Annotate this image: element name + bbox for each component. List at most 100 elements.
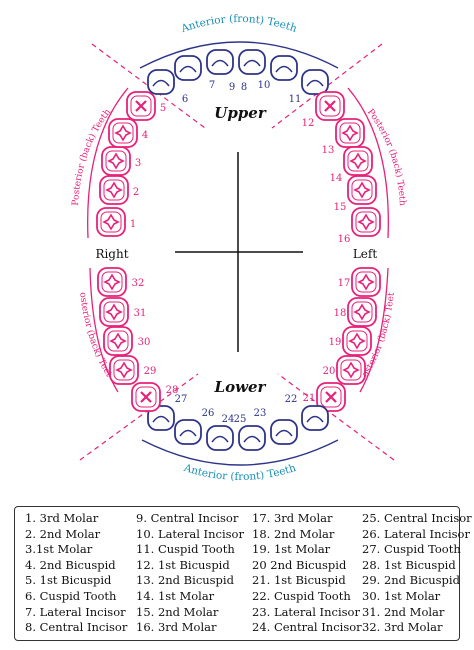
tooth-outline xyxy=(206,49,234,75)
molar-inner xyxy=(101,271,123,293)
tooth-number: 27 xyxy=(175,394,188,405)
legend-item: 22. Cuspid Tooth xyxy=(252,588,351,603)
molar-mark xyxy=(103,273,121,291)
bicuspid-mark xyxy=(324,100,336,112)
tooth-edge xyxy=(306,415,324,423)
molar-tooth: 2 xyxy=(99,175,139,205)
tooth-number: 30 xyxy=(138,337,151,348)
molar-mark xyxy=(357,213,375,231)
molar-tooth: 28 xyxy=(131,382,179,412)
anterior-tooth: 9 xyxy=(229,49,266,93)
molar-tooth: 20 xyxy=(323,355,366,385)
tooth-number: 11 xyxy=(289,94,302,105)
anterior-arc xyxy=(141,439,339,466)
molar-outline xyxy=(108,118,138,148)
molar-inner xyxy=(346,330,368,352)
tooth-number: 22 xyxy=(285,394,298,405)
tooth-outline xyxy=(270,55,298,81)
molar-tooth: 18 xyxy=(334,297,377,327)
legend-item: 12. 1st Bicuspid xyxy=(136,557,230,572)
anterior-tooth: 11 xyxy=(289,69,329,105)
tooth-edge xyxy=(243,435,261,443)
molar-inner xyxy=(112,122,134,144)
tooth-edge xyxy=(275,429,293,437)
molar-tooth: 32 xyxy=(97,267,145,297)
legend-item: 32. 3rd Molar xyxy=(362,620,443,635)
tooth-number: 20 xyxy=(323,366,336,377)
legend-item: 10. Lateral Incisor xyxy=(136,526,244,541)
molar-mark xyxy=(348,332,366,350)
legend-item: 2. 2nd Molar xyxy=(25,526,101,541)
molar-tooth: 4 xyxy=(108,118,148,148)
tooth-number: 28 xyxy=(166,385,179,396)
legend-item: 13. 2nd Bicuspid xyxy=(136,573,234,588)
legend-item: 9. Central Incisor xyxy=(136,511,239,525)
anterior-tooth: 7 xyxy=(174,55,215,91)
molar-outline xyxy=(99,297,129,327)
tooth-edge xyxy=(179,65,197,73)
anterior-tooth: 6 xyxy=(147,69,188,105)
molar-tooth: 17 xyxy=(338,267,381,297)
legend-item: 28. 1st Bicuspid xyxy=(362,557,456,572)
legend-item: 25. Central Incisor xyxy=(362,511,472,525)
guide-line xyxy=(277,373,395,461)
tooth-number: 2 xyxy=(133,187,139,198)
legend-column: 1. 3rd Molar 2. 2nd Molar 3.1st Molar 4.… xyxy=(25,511,137,636)
molar-mark xyxy=(357,273,375,291)
molar-inner xyxy=(347,150,369,172)
molar-inner xyxy=(339,122,361,144)
tooth-outline xyxy=(147,69,175,95)
molar-inner xyxy=(320,386,342,408)
molar-inner xyxy=(351,301,373,323)
tooth-edge xyxy=(179,429,197,437)
tooth-number: 32 xyxy=(132,278,145,289)
posterior-label-lower-right: Posterior (back) Teeth xyxy=(0,0,114,379)
molar-tooth: 29 xyxy=(109,355,157,385)
legend-item: 1. 3rd Molar xyxy=(25,511,99,525)
molar-mark xyxy=(105,303,123,321)
legend-item: 17. 3rd Molar xyxy=(252,511,333,525)
molar-inner xyxy=(113,359,135,381)
molar-mark xyxy=(115,361,133,379)
legend-item: 29. 2nd Bicuspid xyxy=(362,573,460,588)
legend-item: 5. 1st Bicuspid xyxy=(25,573,112,588)
molar-outline xyxy=(347,297,377,327)
molar-inner xyxy=(105,150,127,172)
tooth-number: 21 xyxy=(303,393,316,404)
molar-outline xyxy=(343,146,373,176)
tooth-outline xyxy=(238,425,266,451)
molar-tooth: 21 xyxy=(303,382,346,412)
anterior-tooth: 8 xyxy=(206,49,247,93)
tooth-legend: 1. 3rd Molar 2. 2nd Molar 3.1st Molar 4.… xyxy=(14,506,472,641)
legend-item: 14. 1st Molar xyxy=(136,588,215,603)
guide-line xyxy=(91,43,206,129)
posterior-arc xyxy=(87,87,129,239)
tooth-outline xyxy=(147,405,175,431)
molar-mark xyxy=(353,181,371,199)
tooth-number: 8 xyxy=(241,82,247,93)
tooth-number: 19 xyxy=(329,337,342,348)
molar-inner xyxy=(103,301,125,323)
tooth-outline xyxy=(301,405,329,431)
legend-item: 27. Cuspid Tooth xyxy=(362,542,461,557)
tooth-outline xyxy=(301,69,329,95)
molar-tooth: 16 xyxy=(338,207,381,245)
molar-inner xyxy=(351,179,373,201)
anterior-label-top: Anterior (front) Teeth xyxy=(179,13,299,35)
molar-inner xyxy=(355,271,377,293)
tooth-number: 29 xyxy=(144,366,157,377)
tooth-number: 4 xyxy=(142,130,148,141)
legend-item: 4. 2nd Bicuspid xyxy=(25,557,116,572)
molar-outline xyxy=(351,267,381,297)
legend-item: 19. 1st Molar xyxy=(252,542,331,557)
tooth-edge xyxy=(211,435,229,443)
molar-tooth: 30 xyxy=(103,326,151,356)
molar-outline xyxy=(103,326,133,356)
lower-label: Lower xyxy=(214,378,267,396)
molar-mark xyxy=(349,152,367,170)
tooth-outline xyxy=(174,419,202,445)
molar-tooth: 14 xyxy=(330,146,373,184)
tooth-number: 14 xyxy=(330,173,343,184)
tooth-number: 23 xyxy=(254,408,267,419)
tooth-number: 10 xyxy=(258,80,271,91)
